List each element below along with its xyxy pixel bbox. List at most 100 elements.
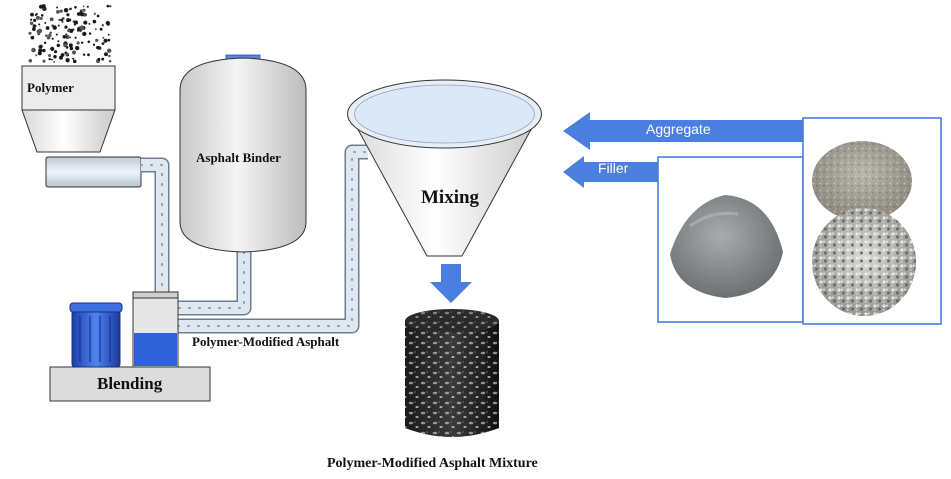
polymer-particle [108,54,111,58]
polymer-particle [97,57,101,61]
polymer-particle [87,53,90,57]
polymer-particle [30,35,35,40]
polymer-particle [69,46,74,51]
polymer-particle [49,17,54,22]
polymer-particle [99,27,103,31]
polymer-particle [67,29,70,33]
polymer-particle [108,59,112,63]
polymer-particles [28,4,112,64]
polymer-particle [74,5,77,9]
polymer-particle [55,33,58,36]
polymer-particle [79,26,85,31]
polymer-particle [30,12,34,17]
polymer-particle [101,42,105,45]
polymer-hopper [21,65,142,188]
polymer-particle [81,41,84,44]
polymer-particle [39,16,43,21]
polymer-particle [79,10,82,13]
polymer-particle [32,27,36,31]
polymer-particle [107,48,112,53]
polymer-particle [34,13,37,17]
polymer-particle [44,22,47,24]
polymer-label: Polymer [27,80,74,95]
polymer-particle [40,14,44,17]
polymer-particle [62,34,67,39]
down-arrow-icon [430,264,472,303]
polymer-particle [39,4,43,9]
polymer-particle [69,28,74,34]
polymer-particle [68,43,73,48]
filler-sample-panel [657,156,804,323]
polymer-particle [61,21,64,23]
polymer-particle [45,26,50,30]
polymer-particle [82,8,86,12]
polymer-particle [107,33,110,36]
polymer-particle [69,7,72,11]
polymer-particle [66,18,71,23]
polymer-particle [103,38,108,43]
polymer-particle [60,53,65,57]
polymer-particle [30,18,33,21]
polymer-particle [101,57,105,61]
polymer-particle [72,57,75,60]
aggregate-sample-panel [802,117,942,325]
polymer-particle [38,23,41,26]
polymer-particle [87,40,91,44]
polymer-particle [72,59,77,64]
aggregate-arrow-icon [563,112,806,150]
polymer-particle [83,20,88,25]
polymer-particle [35,54,38,57]
polymer-particle [42,59,46,63]
polymer-particle [32,24,36,28]
polymer-particle [56,43,60,48]
polymer-particle [71,50,77,55]
polymer-particle [31,47,36,53]
polymer-modified-asphalt-label: Polymer-Modified Asphalt [192,334,340,349]
polymer-particle [28,31,32,35]
polymer-particle [88,32,92,35]
polymer-particle [74,36,77,39]
polymer-particle [95,38,99,43]
polymer-particle [106,4,110,8]
polymer-particle [50,46,55,52]
polymer-particle [66,13,70,17]
polymer-particle [76,12,81,16]
polymer-particle [82,5,85,8]
polymer-particle [109,5,112,8]
polymer-particle [43,41,47,45]
polymer-particle [29,21,34,26]
polymer-particle [96,45,101,50]
polymer-particle [92,19,97,24]
polymer-particle [69,36,72,39]
polymer-particle [107,38,111,42]
polymer-particle [60,18,64,22]
polymer-particle [73,20,79,25]
polymer-particle [42,48,46,53]
polymer-particle [57,24,60,27]
polymer-particle [93,12,96,15]
polymer-particle [53,55,57,59]
filler-label: Filler [598,160,629,176]
polymer-particle [53,60,56,63]
polymer-particle [82,53,86,56]
polymer-particle [63,43,68,48]
polymer-particle [37,51,42,56]
polymer-particle [101,24,105,27]
polymer-particle [39,44,43,49]
polymer-particle [35,15,40,20]
polymer-particle [58,18,61,22]
asphalt-binder-tank [179,54,307,253]
asphalt-binder-label: Asphalt Binder [196,150,281,165]
polymer-particle [56,10,60,14]
polymer-particle [79,12,85,17]
polymer-particle [52,25,57,30]
polymer-particle [65,33,68,36]
polymer-particle [54,50,58,54]
mixing-funnel [347,79,542,257]
polymer-particle [88,22,91,25]
mixing-label: Mixing [421,187,480,208]
blending-unit [49,291,211,402]
polymer-particle [64,25,68,29]
polymer-particle [92,43,96,46]
